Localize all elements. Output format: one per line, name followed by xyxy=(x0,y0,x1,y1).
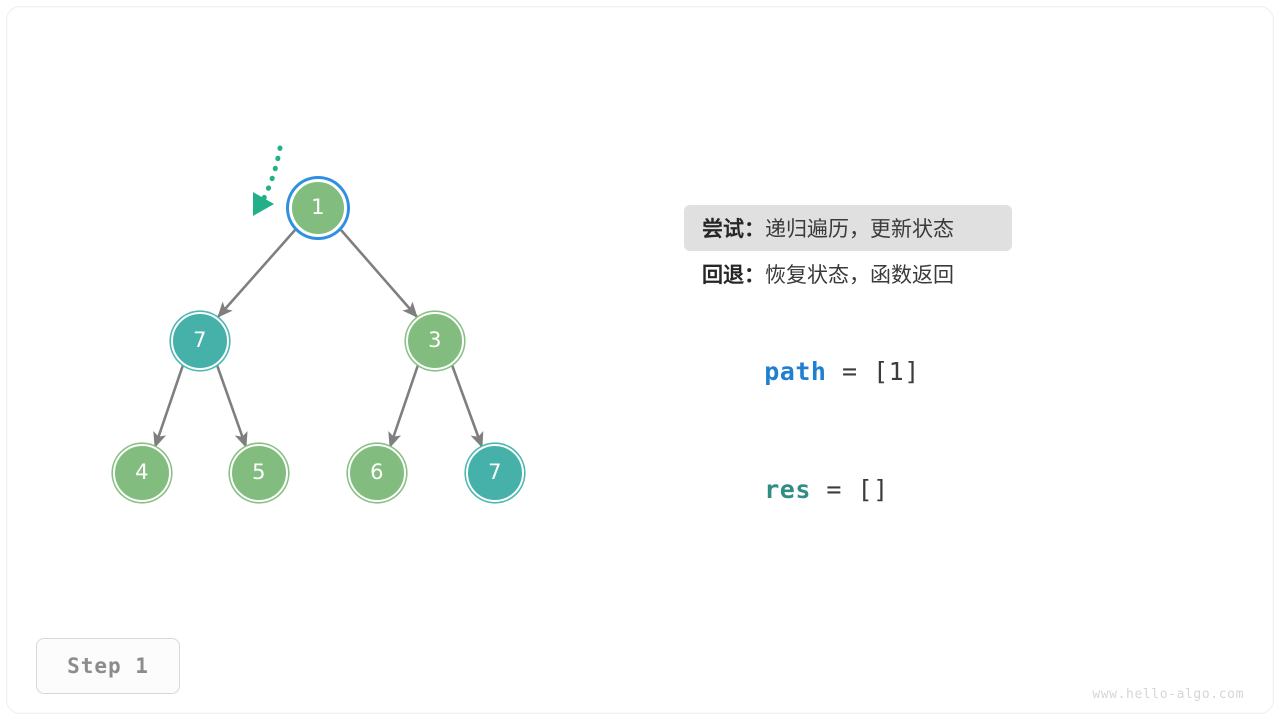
tree-node-left[interactable]: 7 xyxy=(171,312,229,370)
edge-n2-n4 xyxy=(153,364,185,448)
edge-n3-n7 xyxy=(450,364,484,448)
edge-n3-n6 xyxy=(388,364,420,448)
tree-node-label: 3 xyxy=(428,327,442,352)
variable-res: res = [] xyxy=(702,446,889,533)
panel-row-try-key: 尝试： xyxy=(702,218,765,241)
watermark-text: www.hello-algo.com xyxy=(1092,687,1244,702)
edge-n1-n3 xyxy=(340,229,418,318)
watermark: www.hello-algo.com xyxy=(1092,687,1244,702)
tree-edges xyxy=(153,229,484,448)
tree-node-label: 6 xyxy=(370,459,384,484)
tree-node-leaf-4[interactable]: 7 xyxy=(466,444,524,502)
panel-row-try: 尝试： 递归遍历，更新状态 xyxy=(684,205,1012,251)
panel-row-try-value: 递归遍历，更新状态 xyxy=(765,218,954,241)
binary-tree-diagram: 1 7 3 4 5 6 7 xyxy=(113,145,524,502)
tree-node-leaf-1[interactable]: 4 xyxy=(113,444,171,502)
traversal-pointer-icon xyxy=(253,145,283,216)
step-badge-label: Step 1 xyxy=(67,654,149,678)
tree-node-right[interactable]: 3 xyxy=(406,312,464,370)
tree-node-label: 7 xyxy=(193,327,207,352)
tree-node-label: 4 xyxy=(135,459,149,484)
explanation-panel: 尝试： 递归遍历，更新状态 回退： 恢复状态，函数返回 xyxy=(684,205,1244,297)
panel-row-backtrack: 回退： 恢复状态，函数返回 xyxy=(684,251,1244,297)
tree-node-label: 7 xyxy=(488,459,502,484)
variable-path-name: path xyxy=(764,357,827,386)
variable-res-name: res xyxy=(764,475,811,504)
tree-node-label: 5 xyxy=(252,459,266,484)
edge-n2-n5 xyxy=(215,364,248,448)
panel-row-backtrack-value: 恢复状态，函数返回 xyxy=(765,264,954,287)
variable-res-value: = [] xyxy=(810,475,889,504)
tree-node-leaf-2[interactable]: 5 xyxy=(230,444,288,502)
step-badge: Step 1 xyxy=(36,638,180,694)
variable-path: path = [1] xyxy=(702,328,920,415)
edge-n1-n2 xyxy=(217,229,296,318)
tree-node-leaf-3[interactable]: 6 xyxy=(348,444,406,502)
variable-path-value: = [1] xyxy=(826,357,920,386)
panel-row-backtrack-key: 回退： xyxy=(702,264,765,287)
